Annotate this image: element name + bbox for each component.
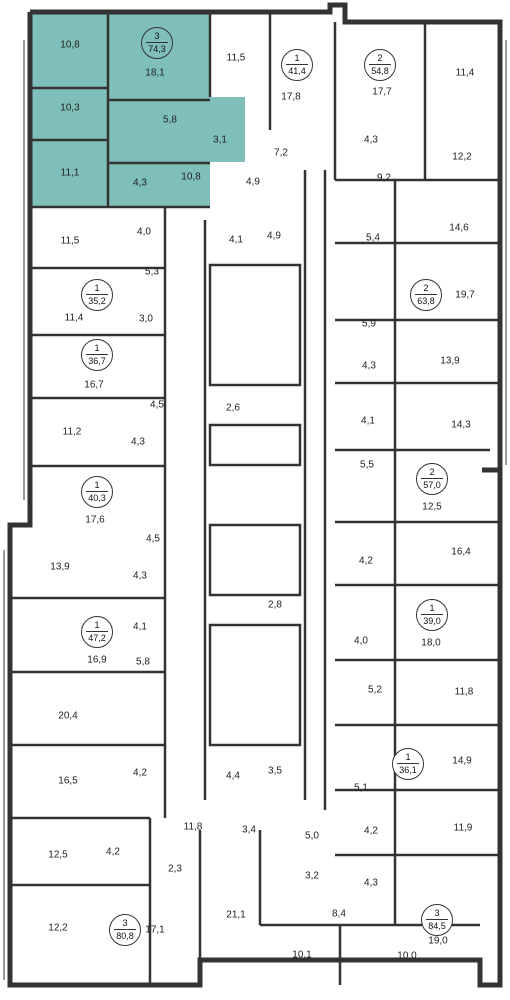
room-count: 3 (154, 31, 160, 41)
total-area: 39,0 (421, 614, 443, 627)
room-count: 1 (94, 620, 100, 630)
total-area: 80,8 (114, 929, 136, 942)
highlighted-apartment[interactable] (30, 12, 245, 207)
total-area: 35,2 (86, 294, 108, 307)
total-area: 40,3 (86, 491, 108, 504)
room-count: 2 (429, 467, 435, 477)
room-count: 1 (294, 53, 300, 63)
total-area: 47,2 (86, 631, 108, 644)
total-area: 57,0 (421, 478, 443, 491)
total-area: 63,8 (415, 294, 437, 307)
total-area: 36,1 (397, 763, 419, 776)
room-count: 1 (94, 343, 100, 353)
total-area: 74,3 (146, 42, 168, 55)
total-area: 36,7 (86, 354, 108, 367)
room-count: 3 (122, 918, 128, 928)
total-area: 41,4 (286, 64, 308, 77)
room-count: 1 (405, 752, 411, 762)
room-count: 1 (94, 480, 100, 490)
room-count: 3 (434, 908, 440, 918)
windows (3, 40, 507, 980)
room-count: 2 (377, 53, 383, 63)
room-count: 1 (94, 283, 100, 293)
partitions (10, 12, 500, 985)
room-count: 1 (429, 603, 435, 613)
room-count: 2 (423, 283, 429, 293)
total-area: 84,5 (426, 919, 448, 932)
total-area: 54,8 (369, 64, 391, 77)
